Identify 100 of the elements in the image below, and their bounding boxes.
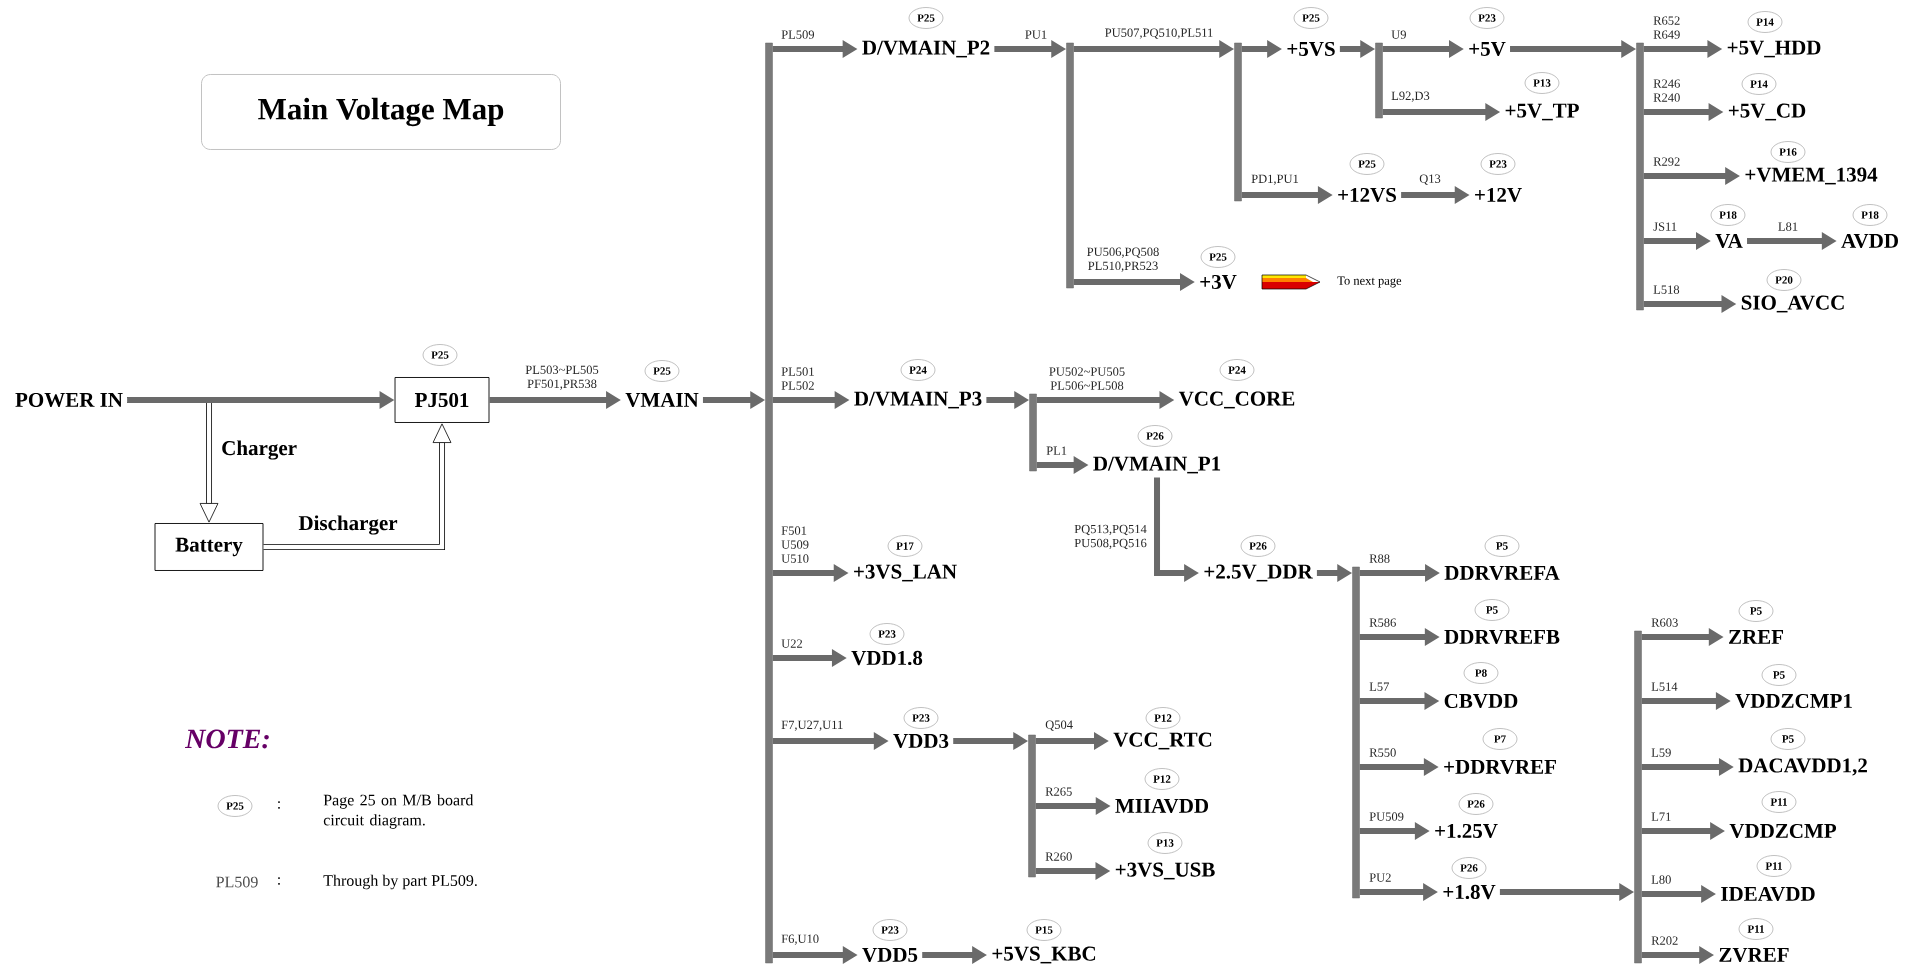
colon: : <box>278 801 280 809</box>
page-badge: P25 <box>1349 153 1385 175</box>
edge-label: Charger <box>222 440 297 460</box>
page-badge: P5 <box>1484 535 1520 557</box>
bus-bar <box>1634 630 1642 964</box>
page-badge: P12 <box>1144 768 1180 790</box>
part-label: PL509 <box>216 876 258 888</box>
legend-text: To next page <box>1337 276 1402 288</box>
page-badge: P26 <box>1458 793 1494 815</box>
page-badge: P18 <box>1710 204 1746 226</box>
voltage-label: +3VS_USB <box>1115 862 1215 880</box>
page-badge: P14 <box>1747 11 1783 33</box>
hollow-arrow <box>263 423 452 550</box>
part-label: PD1,PU1 <box>1251 174 1299 185</box>
part-label: F501 U509 U510 <box>781 526 809 563</box>
note-text: Through by part PL509. <box>323 874 477 890</box>
voltage-label: +5VS_KBC <box>992 946 1096 964</box>
part-label: PU1 <box>1025 30 1047 39</box>
page-badge: P11 <box>1756 855 1792 877</box>
page-badge: P7 <box>1482 728 1518 750</box>
page-badge: P13 <box>1147 832 1183 854</box>
voltage-label: D/VMAIN_P1 <box>1093 456 1221 474</box>
part-label: PU506,PQ508 PL510,PR523 <box>1087 247 1159 272</box>
page-badge: P23 <box>903 707 939 729</box>
part-label: R550 <box>1369 748 1396 757</box>
voltage-label: +5VS <box>1287 41 1335 57</box>
bus-bar <box>1352 566 1360 899</box>
voltage-label: DDRVREFA <box>1444 565 1560 581</box>
part-label: R88 <box>1369 554 1390 563</box>
part-label: R265 <box>1045 787 1072 796</box>
voltage-label: +12VS <box>1338 187 1397 203</box>
voltage-label: +12V <box>1475 187 1522 203</box>
voltage-label: +DDRVREF <box>1444 759 1556 775</box>
part-label: R202 <box>1651 936 1678 945</box>
part-label: PU509 <box>1369 812 1404 821</box>
page-badge: P5 <box>1770 728 1806 750</box>
part-label: L71 <box>1651 812 1671 821</box>
voltage-label: VCC_CORE <box>1178 391 1295 409</box>
page-badge: P23 <box>869 623 905 645</box>
bus-bar <box>1066 42 1074 289</box>
page-badge: P13 <box>1524 72 1560 94</box>
part-label: U9 <box>1391 30 1406 39</box>
voltage-label: +3VS_LAN <box>854 564 957 582</box>
page-badge: P12 <box>1145 707 1181 729</box>
part-label: L80 <box>1651 875 1671 884</box>
voltage-label: VDD5 <box>862 947 918 963</box>
voltage-label: IDEAVDD <box>1721 886 1815 902</box>
part-label: R603 <box>1651 618 1678 627</box>
voltage-label: DDRVREFB <box>1444 629 1560 645</box>
page-badge: P17 <box>887 535 923 557</box>
voltage-label: VCC_RTC <box>1113 732 1212 750</box>
part-label: R586 <box>1369 618 1396 627</box>
page-badge: P24 <box>1219 359 1255 381</box>
title-box: Main Voltage Map <box>201 74 561 150</box>
bus-bar <box>1029 393 1037 472</box>
note-text: Page 25 on M/B board circuit diagram. <box>323 794 474 829</box>
voltage-label: +5V <box>1469 41 1506 57</box>
part-label: Q504 <box>1045 720 1073 731</box>
page-badge: P23 <box>1469 7 1505 29</box>
labeled-box: PJ501 <box>394 377 490 423</box>
voltage-label: +5V_HDD <box>1727 40 1821 58</box>
voltage-label: +1.25V <box>1435 823 1498 839</box>
bus-bar <box>1028 734 1036 878</box>
part-label: L518 <box>1653 285 1680 294</box>
voltage-label: SIO_AVCC <box>1741 295 1844 313</box>
page-badge: P25 <box>1293 7 1329 29</box>
part-label: JS11 <box>1653 222 1677 231</box>
page-badge: P20 <box>1766 269 1802 291</box>
page-badge: P26 <box>1451 857 1487 879</box>
voltage-label: D/VMAIN_P2 <box>862 40 990 58</box>
page-badge: P5 <box>1738 600 1774 622</box>
page-badge: P23 <box>1480 153 1516 175</box>
voltage-label: +3V <box>1200 274 1237 290</box>
voltage-label: VMAIN <box>625 392 699 408</box>
part-label: U22 <box>781 639 803 648</box>
bus-bar <box>1375 42 1383 119</box>
page-badge: P26 <box>1137 425 1173 447</box>
part-label: L92,D3 <box>1391 91 1430 102</box>
part-label: PL503~PL505 PF501,PR538 <box>525 365 599 390</box>
page-badge: P25 <box>1200 246 1236 268</box>
voltage-label: POWER IN <box>15 392 123 408</box>
voltage-label: ZVREF <box>1719 947 1789 963</box>
part-label: R292 <box>1653 157 1680 166</box>
page-badge: P25 <box>217 795 253 817</box>
page-badge: P25 <box>644 360 680 382</box>
voltage-label: VDD1.8 <box>851 650 923 666</box>
part-label: F7,U27,U11 <box>781 720 843 731</box>
page-badge: P11 <box>1738 918 1774 940</box>
bus-bar <box>1234 42 1242 202</box>
part-label: R260 <box>1045 852 1072 861</box>
page-badge: P14 <box>1741 73 1777 95</box>
part-label: L81 <box>1778 222 1798 231</box>
labeled-box: Battery <box>154 523 264 571</box>
part-label: R652 R649 <box>1653 16 1680 39</box>
page-badge: P5 <box>1474 599 1510 621</box>
bus-bar <box>765 42 773 964</box>
page-badge: P24 <box>900 359 936 381</box>
page-badge: P15 <box>1026 919 1062 941</box>
page-badge: P8 <box>1463 662 1499 684</box>
edge-label: Discharger <box>298 515 398 535</box>
